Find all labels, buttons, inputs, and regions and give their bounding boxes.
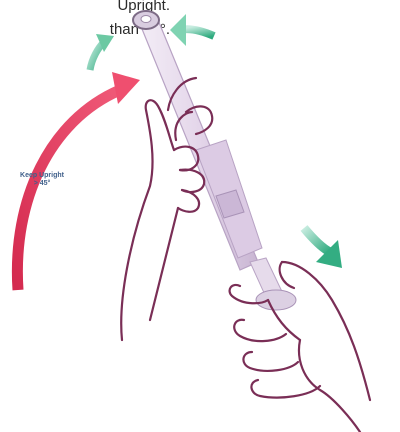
down-right-arrow-icon (304, 228, 342, 268)
keep-upright-line-2: > 45° (4, 180, 80, 188)
lower-hand (230, 262, 370, 432)
rotate-right-arrow-icon (170, 14, 214, 46)
keep-upright-label: Keep Upright > 45° (4, 172, 80, 188)
rotate-left-arrow-icon (90, 34, 114, 70)
keep-upright-line-1: Keep Upright (4, 172, 80, 180)
applicator-device (133, 11, 296, 310)
